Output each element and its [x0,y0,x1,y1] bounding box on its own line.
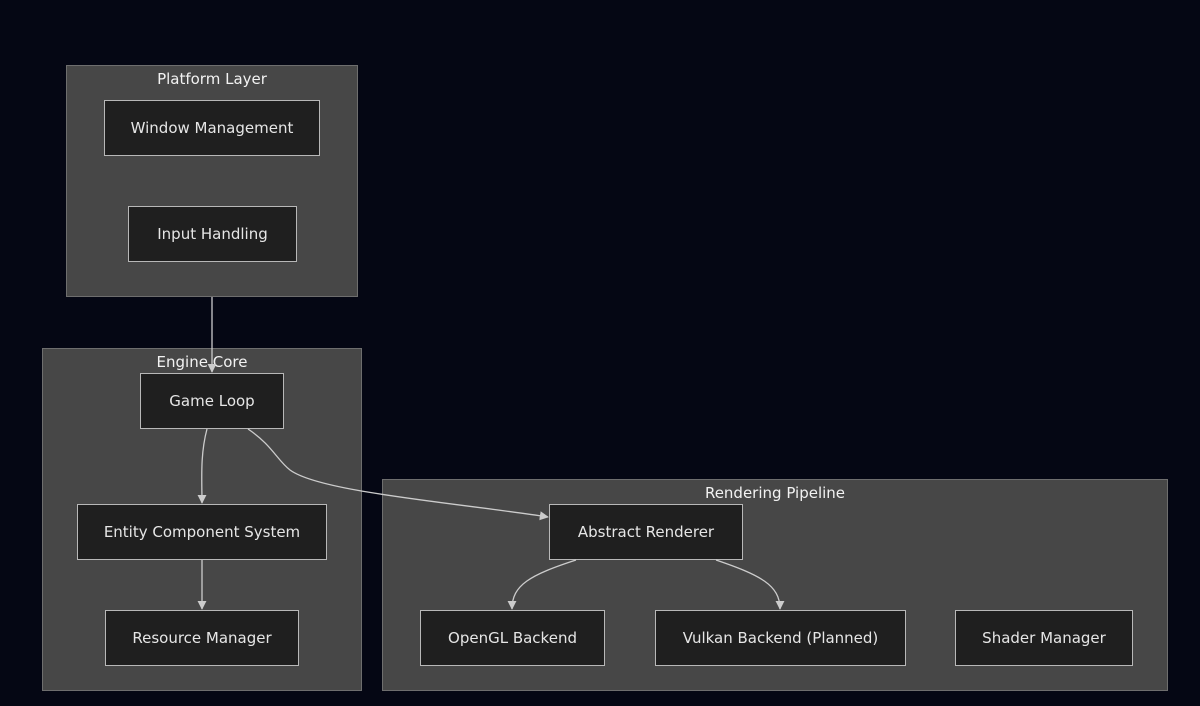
platform-layer-title: Platform Layer [157,70,267,88]
resource-manager-node[interactable]: Resource Manager [105,610,299,666]
opengl-backend-node[interactable]: OpenGL Backend [420,610,605,666]
game-loop-node[interactable]: Game Loop [140,373,284,429]
rendering-pipeline-title: Rendering Pipeline [704,484,846,502]
entity-component-system-node[interactable]: Entity Component System [77,504,327,560]
shader-manager-node[interactable]: Shader Manager [955,610,1133,666]
window-management-node[interactable]: Window Management [104,100,320,156]
engine-core-title: Engine Core [156,353,248,371]
input-handling-node[interactable]: Input Handling [128,206,297,262]
vulkan-backend-node[interactable]: Vulkan Backend (Planned) [655,610,906,666]
abstract-renderer-node[interactable]: Abstract Renderer [549,504,743,560]
